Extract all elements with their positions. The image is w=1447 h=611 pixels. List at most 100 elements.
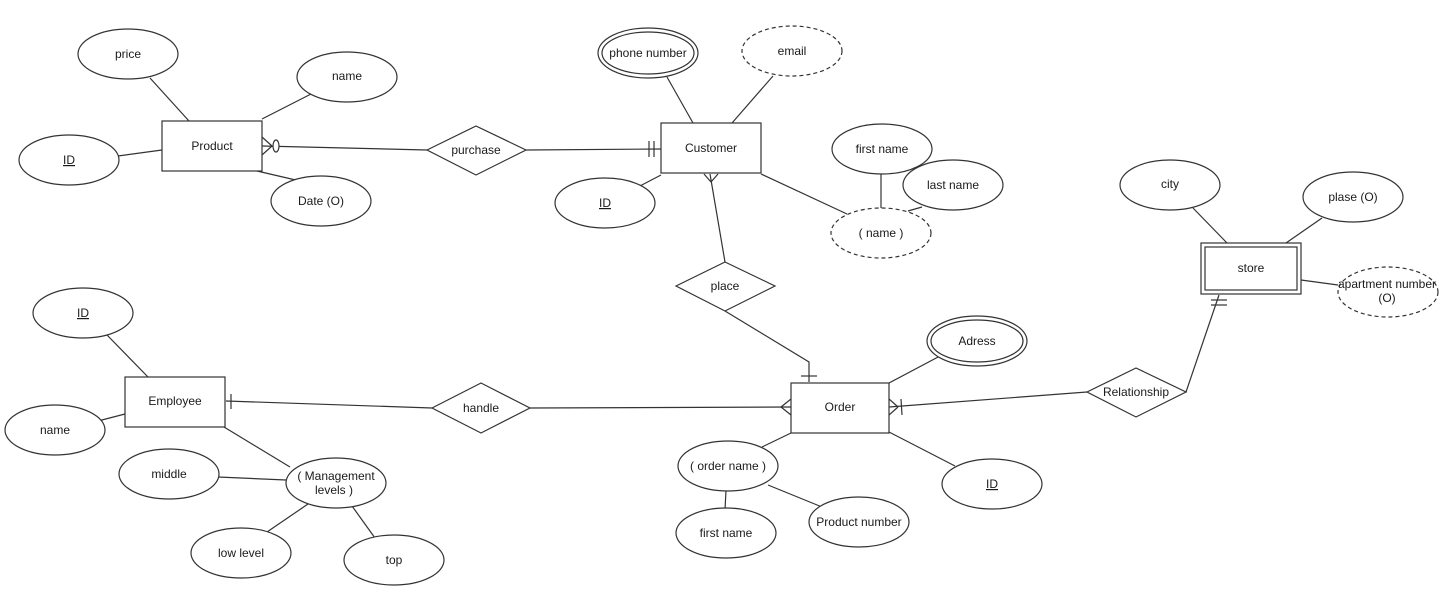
attribute-product-price[interactable]: price (77, 28, 179, 80)
entity-customer[interactable]: Customer (660, 122, 762, 174)
store-apartment-link (1300, 279, 1339, 286)
attribute-employee-top[interactable]: top (343, 534, 445, 586)
relationship-relationship-label: Relationship (1103, 385, 1169, 399)
relationship-relationship[interactable]: Relationship (1085, 367, 1188, 418)
relationship-purchase-label: purchase (451, 143, 501, 157)
crowfoot-order-left-upper (780, 398, 792, 408)
product-price-link (149, 77, 190, 122)
attribute-product-date-label: Date (O) (298, 194, 344, 208)
store-city-link (1192, 207, 1228, 244)
crowfoot-order-right-lower (888, 406, 899, 416)
crowfoot-product-upper (261, 136, 273, 147)
relationship-place-diamond (674, 261, 777, 312)
attribute-store-plase-label: plase (O) (1328, 190, 1377, 204)
crowfoot-customer-right (710, 173, 719, 183)
attribute-product-date-ellipse (270, 175, 372, 227)
attribute-order-product-number[interactable]: Product number (808, 496, 910, 548)
attribute-store-city[interactable]: city (1119, 159, 1221, 211)
handle-order-link (529, 406, 792, 409)
attribute-store-apartment-ellipse (1337, 266, 1439, 318)
attribute-product-id-ellipse (18, 134, 120, 186)
attribute-employee-name-label: name (40, 423, 70, 437)
attribute-order-order-name-label: ( order name ) (690, 459, 766, 473)
entity-product-box (161, 120, 263, 172)
relationship-handle-diamond (430, 382, 532, 434)
attribute-store-apartment[interactable]: apartment number (O) (1337, 266, 1439, 318)
attribute-employee-id[interactable]: ID (32, 287, 134, 339)
attribute-employee-id-ellipse (32, 287, 134, 339)
attribute-customer-phone-inner (601, 31, 695, 75)
attribute-customer-phone-label: phone number (609, 46, 686, 60)
attribute-order-first-name-label: first name (700, 526, 753, 540)
product-purchase-link (261, 145, 428, 151)
bar-order-right (900, 398, 903, 416)
attribute-order-id-ellipse (941, 458, 1043, 510)
attribute-employee-name-ellipse (4, 404, 106, 456)
entity-order-box (790, 382, 890, 434)
entity-order[interactable]: Order (790, 382, 890, 434)
attribute-product-price-ellipse (77, 28, 179, 80)
attribute-employee-low-level[interactable]: low level (190, 527, 292, 579)
name-last-link (907, 206, 923, 212)
crowfoot-order-left-lower (780, 406, 792, 416)
customer-name-link (760, 173, 848, 215)
relationship-relationship-diamond (1085, 367, 1188, 418)
relationship-place[interactable]: place (674, 261, 777, 312)
attribute-customer-id-label: ID (599, 196, 611, 210)
relationship-purchase[interactable]: purchase (425, 125, 528, 176)
attribute-order-order-name[interactable]: ( order name ) (677, 440, 779, 492)
relationship-handle[interactable]: handle (430, 382, 532, 434)
order-ordername-link (761, 432, 792, 448)
customer-place-link (709, 173, 726, 263)
attribute-order-first-name[interactable]: first name (675, 507, 777, 559)
attribute-order-id-label: ID (986, 477, 998, 491)
entity-store-label: store (1238, 261, 1265, 275)
attribute-customer-first-name[interactable]: first name (831, 123, 933, 175)
crowfoot-customer-left (703, 173, 712, 183)
customer-phone-link (666, 76, 694, 124)
attribute-product-id-label: ID (63, 153, 75, 167)
attribute-customer-first-name-ellipse (831, 123, 933, 175)
attribute-product-date[interactable]: Date (O) (270, 175, 372, 227)
attribute-employee-middle[interactable]: middle (118, 448, 220, 500)
customer-email-link (731, 75, 774, 124)
customer-id-link (637, 174, 662, 188)
attribute-product-id[interactable]: ID (18, 134, 120, 186)
attribute-employee-management-label-2: levels ) (315, 483, 353, 497)
relationship-order-link (888, 391, 1088, 408)
entity-store[interactable]: store (1200, 242, 1302, 295)
attribute-employee-name[interactable]: name (4, 404, 106, 456)
crowfoot-product-lower (261, 145, 273, 156)
attribute-order-address[interactable]: Adress (926, 315, 1028, 367)
entity-store-inner-box (1204, 246, 1298, 291)
store-plase-link (1285, 217, 1323, 244)
attribute-customer-name-label: ( name ) (859, 226, 904, 240)
attribute-customer-name[interactable]: ( name ) (830, 207, 932, 259)
attribute-store-plase[interactable]: plase (O) (1302, 171, 1404, 223)
attribute-customer-id-ellipse (554, 177, 656, 229)
product-id-link (117, 149, 163, 157)
attribute-order-id[interactable]: ID (941, 458, 1043, 510)
zero-marker-product (272, 139, 280, 153)
attribute-employee-management-ellipse (285, 457, 387, 509)
entity-employee-label: Employee (148, 394, 202, 408)
attribute-customer-email[interactable]: email (741, 25, 843, 77)
attribute-employee-top-label: top (386, 553, 403, 567)
attribute-customer-id[interactable]: ID (554, 177, 656, 229)
entity-employee[interactable]: Employee (124, 376, 226, 428)
attribute-customer-phone[interactable]: phone number (597, 27, 699, 79)
attribute-order-product-number-ellipse (808, 496, 910, 548)
entity-product[interactable]: Product (161, 120, 263, 172)
order-address-link (888, 355, 941, 384)
attribute-employee-management[interactable]: ( Management levels ) (285, 457, 387, 509)
attribute-customer-last-name[interactable]: last name (902, 159, 1004, 211)
entity-product-label: Product (191, 139, 233, 153)
cardinality-markers (230, 136, 1227, 416)
relationship-place-label: place (711, 279, 740, 293)
product-name-link (261, 92, 314, 120)
crowfoot-order-right-upper (888, 398, 899, 408)
employee-name-link (97, 413, 126, 422)
attribute-product-name[interactable]: name (296, 51, 398, 103)
attribute-employee-management-label-1: ( Management (297, 469, 375, 483)
purchase-customer-link (525, 148, 662, 151)
